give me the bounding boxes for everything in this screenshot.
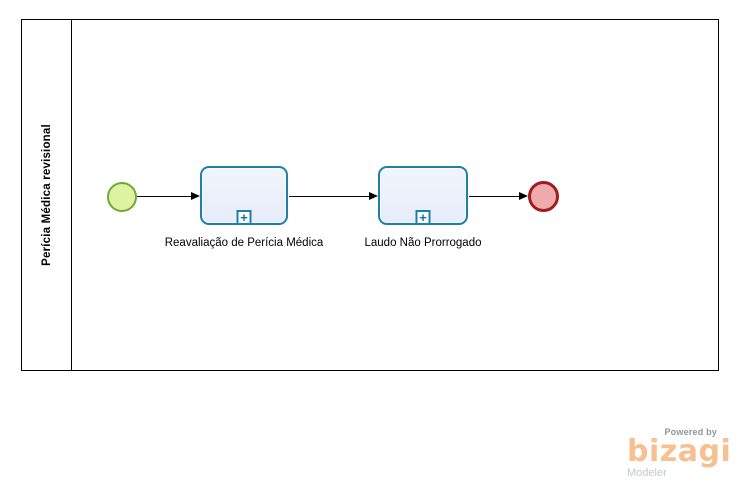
- arrowhead-icon: [519, 192, 528, 200]
- subprocess-task-reavaliacao[interactable]: +: [200, 166, 288, 225]
- bizagi-logo: bizagi: [627, 434, 732, 469]
- subprocess-plus-icon: +: [236, 210, 252, 225]
- arrowhead-icon: [369, 192, 378, 200]
- modeler-text: Modeler: [627, 466, 667, 479]
- task-label: Laudo Não Prorrogado: [364, 237, 482, 249]
- arrowhead-icon: [191, 192, 200, 200]
- subprocess-task-laudo[interactable]: +: [378, 166, 468, 225]
- lane-title: Perícia Médica revisional: [40, 124, 53, 266]
- sequence-flow-start-to-task1: [137, 196, 192, 197]
- start-event-icon[interactable]: [107, 182, 137, 212]
- sequence-flow-task1-to-task2: [289, 196, 370, 197]
- subprocess-plus-icon: +: [415, 210, 431, 225]
- powered-by-text: Powered by: [664, 427, 717, 437]
- sequence-flow-task2-to-end: [469, 196, 520, 197]
- end-event-icon[interactable]: [528, 181, 559, 212]
- task-label: Reavaliação de Perícia Médica: [164, 237, 324, 249]
- bizagi-branding: Powered by bizagi Modeler: [627, 427, 732, 479]
- pool-lane-header[interactable]: Perícia Médica revisional: [22, 20, 72, 370]
